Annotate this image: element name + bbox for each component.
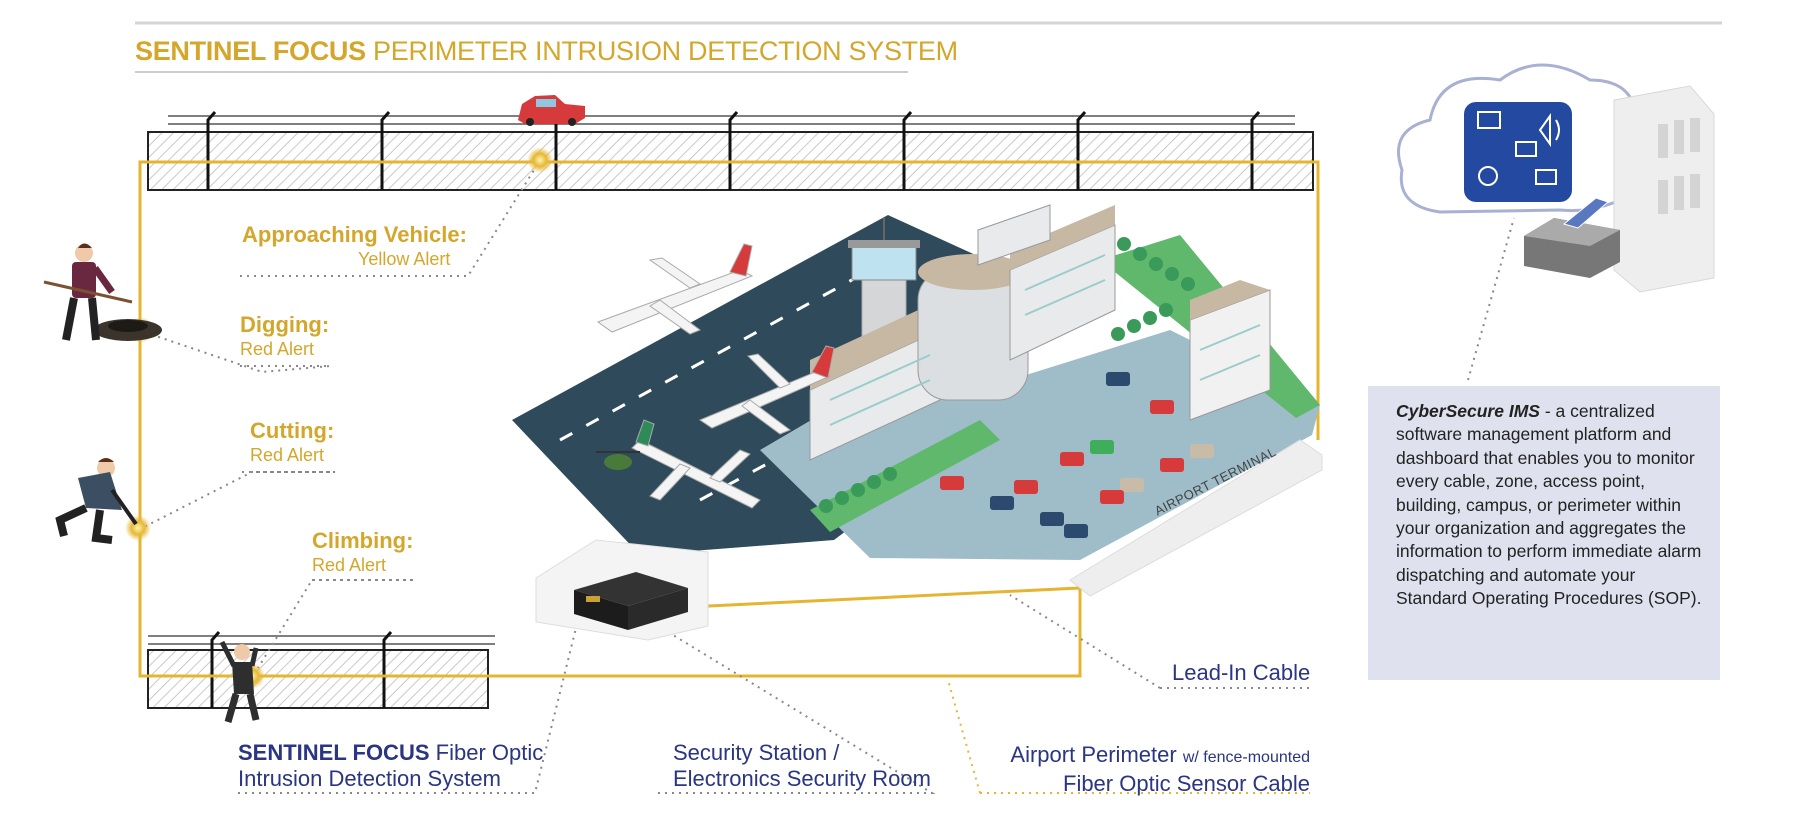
ims-info-box: CyberSecure IMS - a centralized software… xyxy=(1368,386,1720,680)
red-car-icon xyxy=(518,95,585,126)
top-fence xyxy=(147,111,1314,191)
cloud-ims-icon xyxy=(1397,63,1715,293)
perimeter-small: w/ fence-mounted xyxy=(1182,749,1310,766)
helicopter-icon xyxy=(596,451,640,470)
alert-digging-level: Red Alert xyxy=(240,339,315,359)
alert-climbing-level: Red Alert xyxy=(312,555,387,575)
alert-digging-event: Digging: xyxy=(240,312,330,337)
alert-cutting-event: Cutting: xyxy=(250,418,335,443)
sensor-cable xyxy=(138,160,1320,678)
perimeter-main: Airport Perimeter xyxy=(1010,742,1177,767)
alert-leaders xyxy=(145,169,535,669)
alert-cutting-level: Red Alert xyxy=(250,445,325,465)
lead-in-caption: Lead-In Cable xyxy=(1172,660,1311,685)
terminal-base xyxy=(1069,439,1323,597)
title-brand: SENTINEL FOCUS xyxy=(135,36,366,66)
security-station-icon xyxy=(535,539,709,641)
station-line2: Electronics Security Room xyxy=(673,766,931,791)
alert-vehicle-event: Approaching Vehicle: xyxy=(242,222,467,247)
sentinel-brand: SENTINEL FOCUS xyxy=(238,740,430,765)
perimeter-caption: Airport Perimeter w/ fence-mounted Fiber… xyxy=(990,742,1310,797)
alert-point-cutting xyxy=(125,515,151,541)
station-line1: Security Station / xyxy=(673,740,840,765)
sentinel-line1: Fiber Optic xyxy=(435,740,544,765)
airplane-icon-2 xyxy=(698,345,835,435)
ims-description: - a centralized software management plat… xyxy=(1396,401,1702,609)
climbing-person-icon xyxy=(219,640,260,723)
airplane-icon-1 xyxy=(596,243,754,335)
airport-illustration xyxy=(512,204,1323,597)
airplane-icon-3 xyxy=(631,419,761,509)
terminal-building-icon xyxy=(809,204,1271,461)
parked-cars xyxy=(940,372,1214,538)
cutting-person-icon xyxy=(55,458,138,544)
perimeter-line2: Fiber Optic Sensor Cable xyxy=(1063,771,1310,796)
sentinel-caption: SENTINEL FOCUS Fiber Optic Intrusion Det… xyxy=(238,740,543,792)
station-caption: Security Station / Electronics Security … xyxy=(673,740,931,792)
bottom-fence xyxy=(147,631,495,709)
alert-vehicle-level: Yellow Alert xyxy=(358,249,451,269)
alert-point-vehicle xyxy=(527,147,553,173)
title-rest: PERIMETER INTRUSION DETECTION SYSTEM xyxy=(373,36,958,66)
sentinel-line2: Intrusion Detection System xyxy=(238,766,501,791)
digging-person-icon xyxy=(43,243,162,341)
perimeter-leader xyxy=(947,679,1310,794)
page-title: SENTINEL FOCUS PERIMETER INTRUSION DETEC… xyxy=(135,36,958,67)
trees xyxy=(819,237,1195,513)
caption-leaders xyxy=(238,217,1515,794)
ims-product-name: CyberSecure IMS xyxy=(1396,401,1540,421)
alert-climbing-event: Climbing: xyxy=(312,528,414,553)
